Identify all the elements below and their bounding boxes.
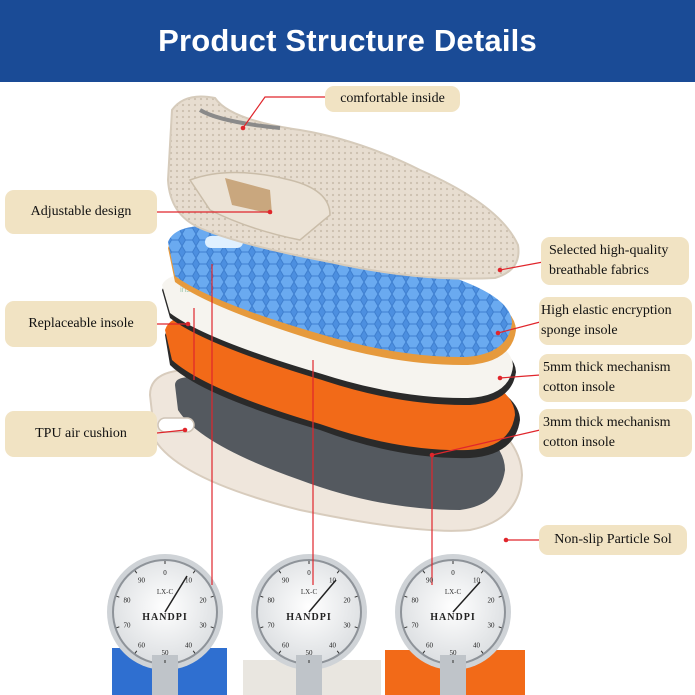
page-title: Product Structure Details xyxy=(158,23,537,58)
gauge-scale-label: 90 xyxy=(426,577,434,585)
label-tpu-air-cushion: TPU air cushion xyxy=(5,411,157,457)
label-sponge-insole-line2: sponge insole xyxy=(541,323,618,338)
label-5mm-cotton-insole-line1: 5mm thick mechanism xyxy=(543,360,671,375)
gauge-tick xyxy=(404,595,408,598)
gauge-tick xyxy=(210,595,214,598)
gauge-scale-label: 60 xyxy=(282,641,290,649)
gauge-tick xyxy=(354,626,358,629)
gauge-tick xyxy=(116,595,120,598)
gauge-tick xyxy=(260,595,264,598)
gauge-scale-label: 70 xyxy=(124,621,132,629)
gauge-scale-label: 30 xyxy=(488,621,496,629)
label-replaceable-insole: Replaceable insole xyxy=(5,301,157,347)
gauge-scale-label: 90 xyxy=(138,577,146,585)
gauge-scale-label: 0 xyxy=(307,569,311,577)
gauge-scale-label: 50 xyxy=(162,649,170,657)
gauge-tick xyxy=(422,650,426,654)
gauge-scale-label: 80 xyxy=(124,597,132,605)
gauge-tick xyxy=(336,650,340,654)
gauge-tick xyxy=(278,650,282,654)
gauge-right-model: LX-C xyxy=(444,588,462,596)
gauge-scale-label: 80 xyxy=(268,597,276,605)
gauge-scale-label: 30 xyxy=(200,621,208,629)
gauge-scale-label: 40 xyxy=(473,641,481,649)
shoe-upper xyxy=(166,95,520,280)
gauge-scale-label: 20 xyxy=(488,597,496,605)
gauge-tick xyxy=(422,570,426,574)
gauge-tick xyxy=(480,650,484,654)
gauge-tick xyxy=(192,570,196,574)
gauge-scale-label: 20 xyxy=(200,597,208,605)
label-5mm-cotton-insole-line2: cotton insole xyxy=(543,380,615,395)
gauge-scale-label: 20 xyxy=(344,597,352,605)
gauge-tick xyxy=(116,626,120,629)
gauge-tick xyxy=(134,650,138,654)
gauge-scale-label: 80 xyxy=(412,597,420,605)
leader-lines xyxy=(156,96,544,585)
gauge-tick xyxy=(480,570,484,574)
label-breathable-fabrics-line2: breathable fabrics xyxy=(549,263,649,278)
gauge-scale-label: 40 xyxy=(329,641,337,649)
gauge-scale-label: 40 xyxy=(185,641,193,649)
gauge-scale-label: 50 xyxy=(306,649,314,657)
gauge-tick xyxy=(210,626,214,629)
gauge-scale-label: 70 xyxy=(412,621,420,629)
gauge-tick xyxy=(192,650,196,654)
gauge-scale-label: 0 xyxy=(163,569,167,577)
gauge-scale-label: 70 xyxy=(268,621,276,629)
gauge-tick xyxy=(354,595,358,598)
gauge-left-model: LX-C xyxy=(156,588,174,596)
label-sponge-insole: High elastic encryption sponge insole xyxy=(539,297,692,345)
gauge-scale-label: 0 xyxy=(451,569,455,577)
gauge-left-brand: HANDPI xyxy=(142,612,188,623)
label-3mm-cotton-insole-line1: 3mm thick mechanism xyxy=(543,415,671,430)
gauge-tick xyxy=(498,626,502,629)
label-3mm-cotton-insole-line2: cotton insole xyxy=(543,435,615,450)
label-breathable-fabrics-line1: Selected high-quality xyxy=(549,243,669,258)
gauge-tick xyxy=(404,626,408,629)
gauge-middle-brand: HANDPI xyxy=(286,612,332,623)
gauge-tick xyxy=(336,570,340,574)
gauge-scale-label: 10 xyxy=(329,577,337,585)
label-sponge-insole-line1: High elastic encryption xyxy=(541,303,672,318)
gauge-scale-label: 60 xyxy=(138,641,146,649)
label-non-slip-sole: Non-slip Particle Sol xyxy=(539,525,687,555)
gauge-scale-label: 90 xyxy=(282,577,290,585)
gauge-scale-label: 30 xyxy=(344,621,352,629)
gauge-tick xyxy=(134,570,138,574)
gauge-tick xyxy=(260,626,264,629)
gauge-scale-label: 60 xyxy=(426,641,434,649)
gauge-scale-label: 10 xyxy=(473,577,481,585)
gauge-scale-label: 10 xyxy=(185,577,193,585)
gauge-scale-label: 50 xyxy=(450,649,458,657)
gauge-middle-model: LX-C xyxy=(300,588,318,596)
label-3mm-cotton-insole: 3mm thick mechanism cotton insole xyxy=(539,409,692,457)
gauge-tick xyxy=(498,595,502,598)
label-adjustable-design: Adjustable design xyxy=(5,190,157,234)
gauge-right xyxy=(385,554,525,695)
gauge-middle xyxy=(243,554,381,695)
gauge-tick xyxy=(278,570,282,574)
header-banner xyxy=(0,0,695,82)
label-breathable-fabrics: Selected high-quality breathable fabrics xyxy=(541,237,689,285)
label-comfortable-inside: comfortable inside xyxy=(325,86,460,112)
label-5mm-cotton-insole: 5mm thick mechanism cotton insole xyxy=(539,354,692,402)
gauge-right-brand: HANDPI xyxy=(430,612,476,623)
